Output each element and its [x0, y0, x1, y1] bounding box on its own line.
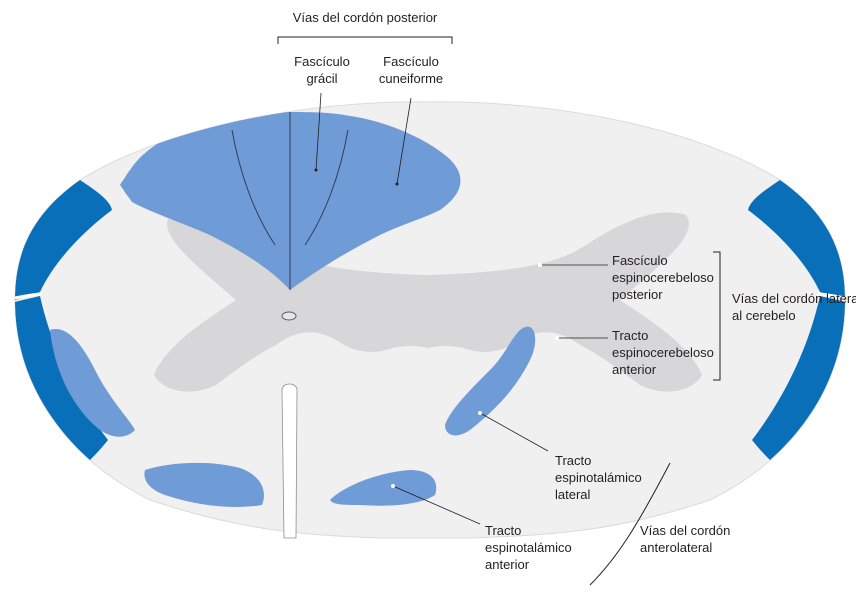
cuneate-label-line1: Fascículo	[383, 54, 439, 69]
lateral-group-label-line1: Vías del cordón lateral	[732, 291, 856, 306]
lat-spinothalamic-label-line3: lateral	[555, 487, 591, 502]
ant-spinothalamic-label-line3: anterior	[485, 557, 530, 572]
cuneate-dot	[396, 183, 399, 186]
dorsal-group-bracket	[278, 37, 452, 44]
post-spinocerebellar-label-line3: posterior	[612, 287, 663, 302]
post-spinocerebellar-dot	[538, 263, 542, 267]
lat-spinothalamic-dot	[478, 411, 482, 415]
central-canal	[282, 312, 296, 320]
gracile-label-line2: grácil	[306, 71, 337, 86]
post-spinocerebellar-label-line2: espinocerebeloso	[612, 270, 714, 285]
ant-spinothalamic-label-line2: espinotalámico	[485, 540, 572, 555]
anterior-median-fissure	[282, 384, 297, 538]
gracile-label-line1: Fascículo	[294, 54, 350, 69]
lat-spinothalamic-label-line2: espinotalámico	[555, 470, 642, 485]
ant-spinocerebellar-label-line1: Tracto	[612, 328, 648, 343]
dorsal-group-title: Vías del cordón posterior	[293, 10, 438, 25]
lateral-group-label-line2: al cerebelo	[732, 308, 796, 323]
gracile-dot	[315, 169, 318, 172]
ant-spinocerebellar-label-line3: anterior	[612, 362, 657, 377]
ant-spinocerebellar-dot	[555, 336, 559, 340]
anterolateral-group-label-line2: anterolateral	[640, 540, 712, 555]
ant-spinothalamic-label-line1: Tracto	[485, 523, 521, 538]
ant-spinothalamic-dot	[391, 484, 395, 488]
ant-spinocerebellar-label-line2: espinocerebeloso	[612, 345, 714, 360]
cuneate-label-line2: cuneiforme	[379, 71, 443, 86]
post-spinocerebellar-label-line1: Fascículo	[612, 253, 668, 268]
anterolateral-group-label-line1: Vías del cordón	[640, 523, 730, 538]
lat-spinothalamic-label-line1: Tracto	[555, 453, 591, 468]
